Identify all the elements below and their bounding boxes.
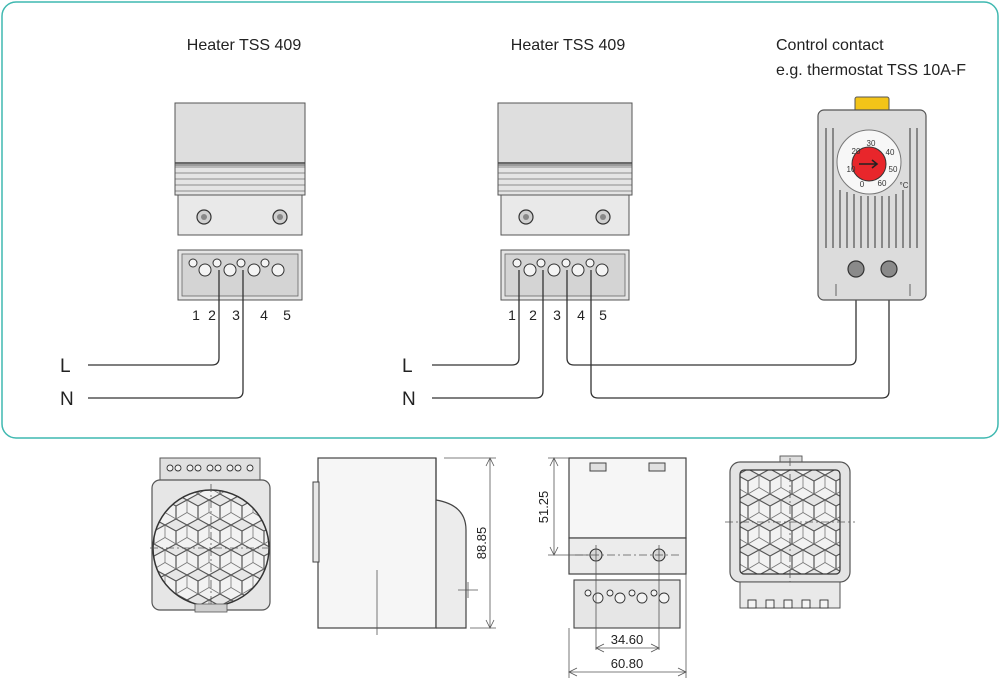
view-front-grille [150,457,272,613]
dial-mark-60: 60 [878,179,887,188]
label-l-left: L [60,356,71,377]
dial-mark-10: 10 [847,165,856,174]
heater-left-title: Heater TSS 409 [187,37,302,54]
heater-left [174,102,306,301]
dial-unit: °C [900,181,909,190]
dial-mark-20: 20 [852,147,861,156]
view-rear-grille [725,455,855,609]
diagram-frame [1,1,999,439]
label-l-middle: L [402,356,413,377]
view-mounting [548,457,687,678]
terminal-2-left: 2 [208,307,216,323]
terminal-1-middle: 1 [508,307,516,323]
terminal-4-middle: 4 [577,307,585,323]
control-title-line2: e.g. thermostat TSS 10A-F [776,62,966,79]
wires-left [88,270,244,399]
terminal-numbers-middle: 1 2 3 4 5 [508,307,607,323]
heater-middle [497,102,633,301]
terminal-5-left: 5 [283,307,291,323]
dim-upper-height: 51.25 [536,491,551,524]
terminal-3-middle: 3 [553,307,561,323]
terminal-numbers-left: 1 2 3 4 5 [192,307,291,323]
wires-middle [432,270,890,399]
dial-mark-40: 40 [886,148,895,157]
label-n-middle: N [402,389,416,410]
dial-mark-50: 50 [889,165,898,174]
terminal-4-left: 4 [260,307,268,323]
control-title-line1: Control contact [776,37,884,54]
terminal-3-left: 3 [232,307,240,323]
dim-height: 88.85 [474,527,489,560]
terminal-block-left [188,258,285,277]
dial-mark-30: 30 [867,139,876,148]
dim-mount-spacing: 34.60 [611,632,644,647]
heater-middle-title: Heater TSS 409 [511,37,626,54]
view-side [312,457,496,635]
label-n-left: N [60,389,74,410]
dial-mark-0: 0 [860,180,865,189]
terminal-2-middle: 2 [529,307,537,323]
terminal-1-left: 1 [192,307,200,323]
dim-width: 60.80 [611,656,644,671]
terminal-block-middle [512,258,609,277]
terminal-5-middle: 5 [599,307,607,323]
thermostat: 0 10 20 30 40 50 60 °C [817,96,927,301]
